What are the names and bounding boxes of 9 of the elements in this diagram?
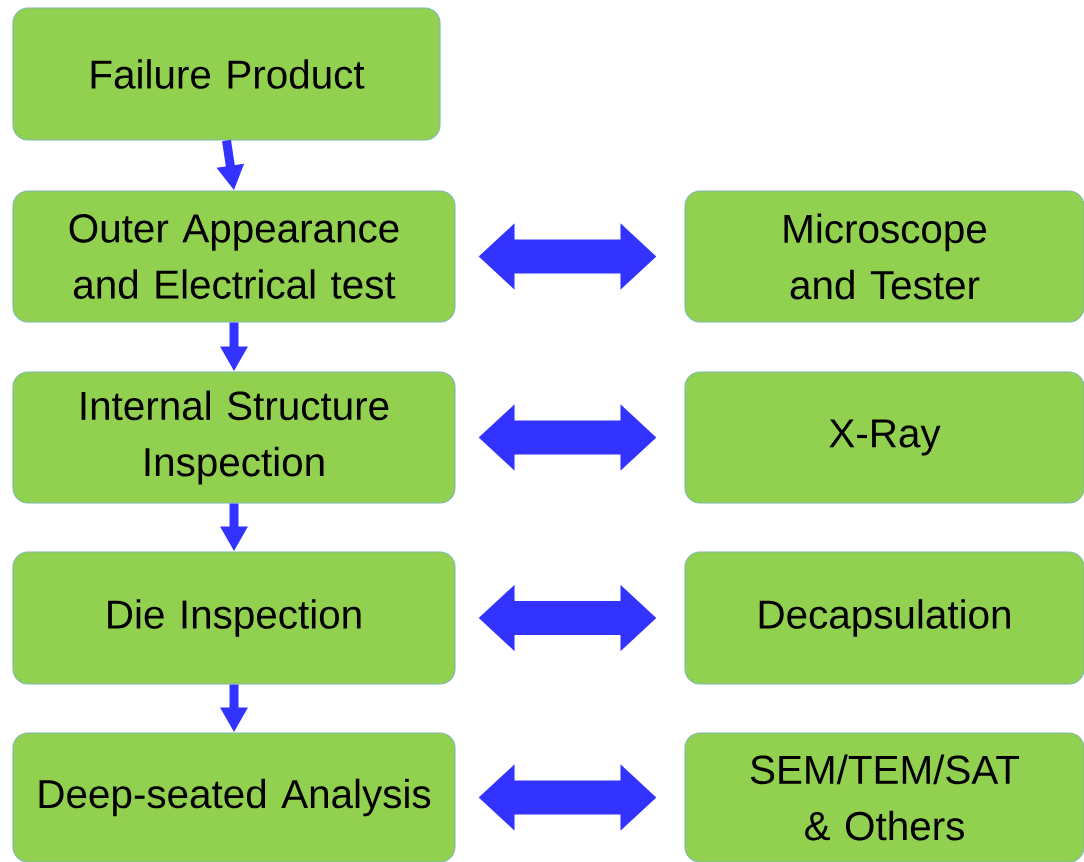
process-box: Internal Structure Inspection (12, 371, 456, 504)
process-box: SEM/TEM/SAT & Others (684, 732, 1084, 862)
process-box: Outer Appearance and Electrical test (12, 190, 456, 323)
process-box: Failure Product (12, 7, 441, 141)
process-box: Die Inspection (12, 551, 456, 685)
process-box: Microscope and Tester (684, 190, 1084, 323)
process-box: Deep-seated Analysis (12, 732, 456, 862)
process-box: Decapsulation (684, 551, 1084, 685)
process-box: X-Ray (684, 371, 1084, 504)
